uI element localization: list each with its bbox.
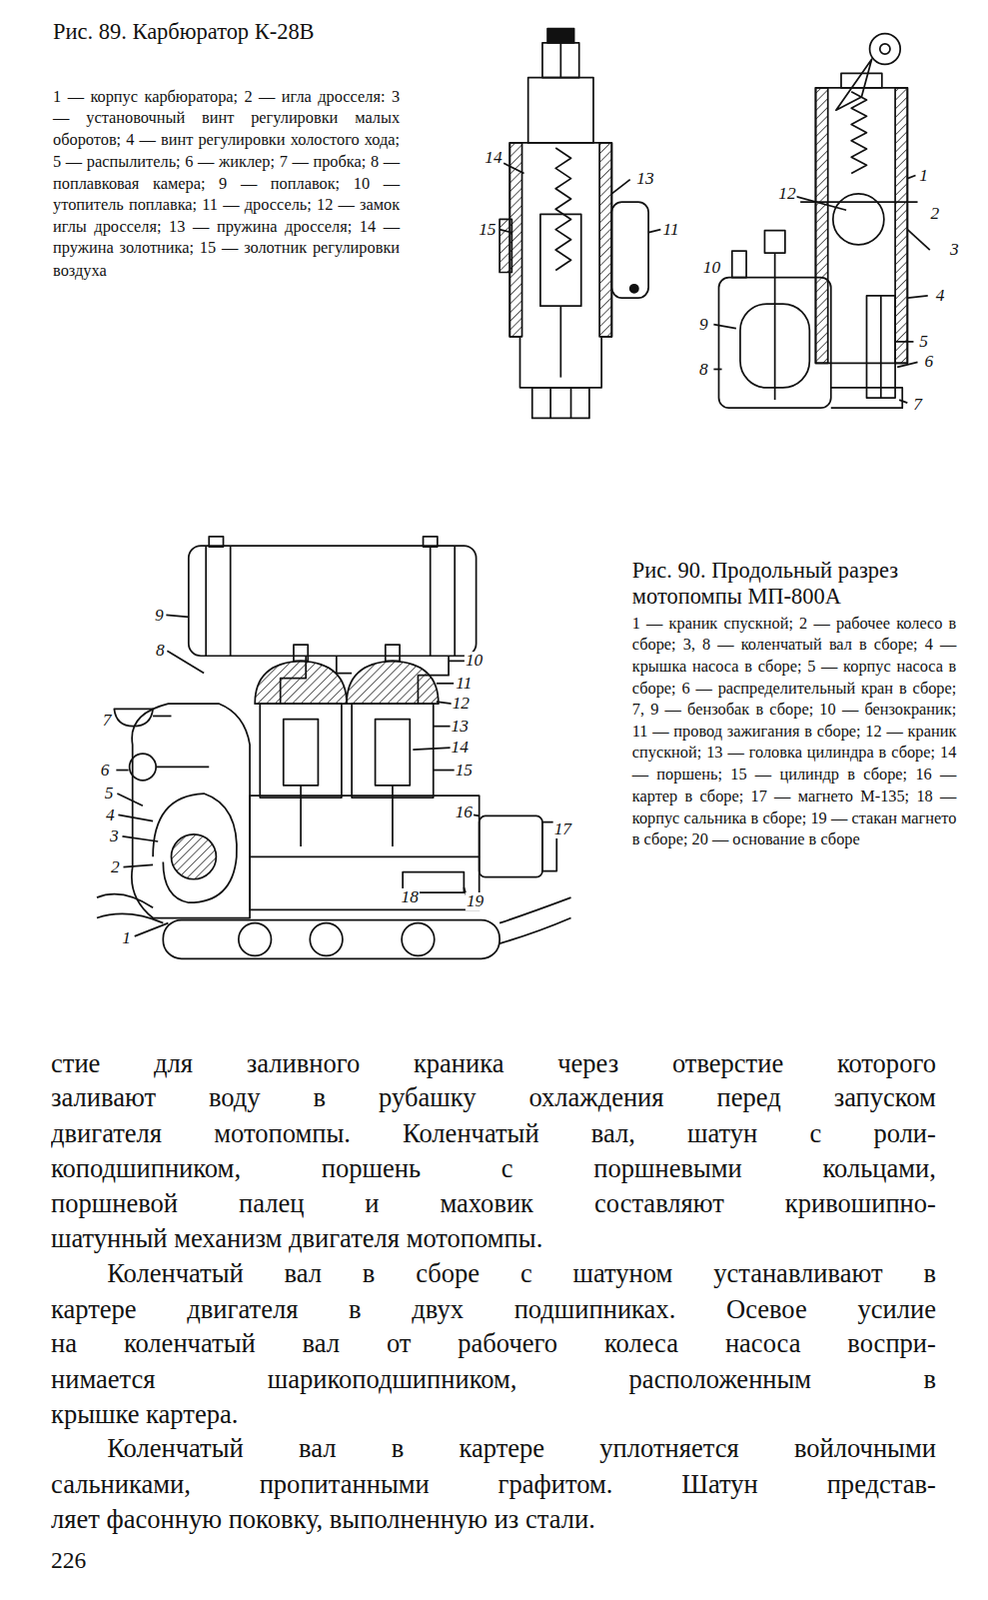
- callout-number: 11: [661, 219, 680, 238]
- callout-number: 6: [923, 352, 935, 371]
- callout-number: 17: [553, 820, 573, 839]
- body-text-line: Коленчатый вал в картере уплотняется вой…: [106, 1431, 937, 1467]
- callout-number: 10: [464, 651, 484, 670]
- callout-number: 18: [400, 888, 420, 907]
- callout-number: 13: [450, 716, 470, 735]
- body-text-line: сальниками, пропитанными графитом. Шатун…: [50, 1466, 937, 1502]
- callout-number: 6: [99, 760, 111, 779]
- page-number: 226: [50, 1546, 86, 1574]
- body-text-line: ляет фасонную поковку, выполненную из ст…: [50, 1502, 937, 1538]
- callout-number: 8: [154, 641, 166, 660]
- body-text-line: коподшипником, поршень с поршневыми коль…: [50, 1150, 937, 1186]
- callout-number: 11: [454, 674, 473, 693]
- callout-number: 14: [450, 738, 470, 757]
- callout-number: 4: [935, 286, 947, 305]
- figure-legend: 1 — корпус карбюратора; 2 — игла дроссел…: [52, 85, 400, 281]
- body-text-line: двигателя мотопомпы. Коленчатый вал, шат…: [50, 1115, 937, 1151]
- callout-number: 1: [120, 929, 132, 948]
- figure-legend: 1 — краник спускной; 2 — рабочее колесо …: [632, 611, 958, 850]
- callout-number: 16: [454, 802, 474, 821]
- callout-number: 4: [104, 805, 116, 824]
- body-text-line: нимается шарикоподшипником, расположенны…: [50, 1361, 937, 1397]
- body-text-line: Коленчатый вал в сборе с шатуном устанав…: [106, 1256, 937, 1292]
- body-text-line: шатунный механизм двигателя мотопомпы.: [50, 1221, 937, 1257]
- callout-number: 9: [153, 605, 165, 624]
- figure-caption: Рис. 89. Карбюратор К-28В: [52, 17, 405, 45]
- body-text-line: крышке картера.: [50, 1396, 937, 1432]
- figure-caption: Рис. 90. Продольный разрез мотопомпы МП-…: [632, 556, 958, 610]
- body-text-line: на коленчатый вал от рабочего колеса нас…: [50, 1326, 937, 1362]
- body-text-line: поршневой палец и маховик составляют кри…: [50, 1186, 937, 1222]
- callout-number: 3: [949, 240, 961, 259]
- callout-number: 10: [702, 257, 722, 276]
- callout-number: 12: [451, 694, 471, 713]
- callout-number: 5: [918, 332, 930, 351]
- callout-number: 12: [777, 184, 797, 203]
- callout-number: 7: [101, 710, 113, 729]
- body-text-line: заливают воду в рубашку охлаждения перед…: [50, 1080, 937, 1116]
- body-text-line: стие для заливного краника через отверст…: [50, 1045, 937, 1081]
- callout-number: 1: [918, 165, 930, 184]
- callout-number: 3: [108, 827, 120, 846]
- callout-number: 2: [930, 204, 942, 223]
- callout-number: 19: [465, 892, 485, 911]
- callout-number: 2: [109, 857, 121, 876]
- callout-number: 13: [635, 168, 655, 187]
- callout-number: 14: [483, 148, 503, 167]
- callout-number: 5: [103, 784, 115, 803]
- callout-number: 15: [477, 219, 497, 238]
- body-text-line: картере двигателя в двух подшипниках. Ос…: [50, 1291, 937, 1327]
- callout-number: 9: [698, 314, 710, 333]
- callout-number: 7: [912, 395, 924, 414]
- callout-number: 8: [698, 359, 710, 378]
- callout-number: 15: [454, 760, 474, 779]
